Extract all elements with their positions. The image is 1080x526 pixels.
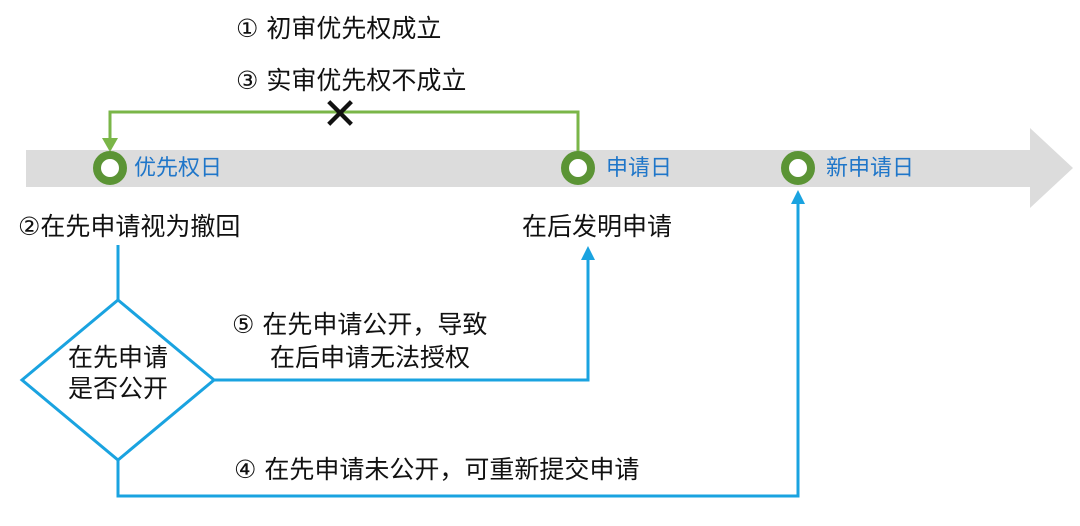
earlier-application-withdrawn-text: ②在先申请视为撤回 [18,212,241,241]
flow-line-unpublished [116,202,800,498]
bracket-arrowhead [102,138,118,152]
arrowhead-unpublished [791,190,805,204]
priority-not-established-text: ③ 实审优先权不成立 [236,66,467,95]
unpublished-branch-text: ④ 在先申请未公开，可重新提交申请 [234,455,640,484]
bracket-line [108,110,580,152]
timeline-arrow [26,128,1073,208]
decision-line-1: 在先申请 [67,343,168,372]
node-new-application-date [781,151,815,185]
published-branch-text-1: ⑤ 在先申请公开，导致 [232,310,488,339]
cross-mark: ✕ [322,89,359,140]
later-invention-application-text: 在后发明申请 [522,212,673,241]
node-application-date [561,151,595,185]
flow-line-published [214,258,590,382]
decision-line-2: 是否公开 [67,374,168,403]
label-application-date: 申请日 [606,156,673,181]
label-priority-date: 优先权日 [134,156,223,181]
node-priority-date [93,151,127,185]
label-new-application-date: 新申请日 [826,156,915,181]
published-branch-text-2: 在后申请无法授权 [270,343,471,372]
arrowhead-published [581,246,595,260]
priority-established-text: ① 初审优先权成立 [236,14,442,43]
decision-text: 在先申请 是否公开 [48,342,188,404]
